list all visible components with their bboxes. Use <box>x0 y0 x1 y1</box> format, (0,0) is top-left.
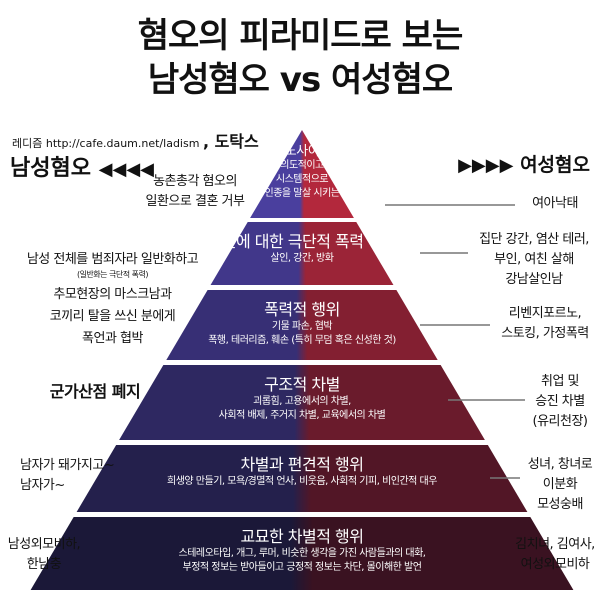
tier-title: 개인에 대한 극단적 폭력 행위 <box>207 232 397 251</box>
line: 이분화 <box>542 477 578 492</box>
line: 코끼리 탈을 쓰신 분에게 <box>49 309 176 324</box>
right-header: ▶▶▶▶ 여성혐오 <box>458 150 590 177</box>
pyramid-tier-1 <box>250 130 354 218</box>
right-example-1: 여아낙태 <box>515 194 595 214</box>
line: 여성외모비하 <box>520 557 590 572</box>
left-header: 남성혐오 ◀◀◀◀ <box>10 150 154 182</box>
title-line2: 남성혐오 vs 여성혐오 <box>147 60 453 100</box>
line: 강남살인남 <box>505 272 563 287</box>
left-example-4: 군가산점 폐지 <box>20 382 170 402</box>
line: 모성숭배 <box>537 497 583 512</box>
tier-desc-line: 기물 파손, 협박 <box>271 321 333 332</box>
line: 부인, 여친 살해 <box>494 252 574 267</box>
right-header-label: 여성혐오 <box>520 154 590 176</box>
right-example-3: 리벤지포르노, 스토킹, 가정폭력 <box>490 304 600 344</box>
pyramid-tier-4 <box>119 365 485 440</box>
line: 여아낙태 <box>532 196 578 211</box>
pyramid-tier-3 <box>166 290 438 360</box>
tier-title: 교묘한 차별적 행위 <box>240 527 364 546</box>
tier-desc-line: 희생양 만들기, 모욕/경멸적 언사, 비웃음, 사회적 기피, 비인간적 대우 <box>167 476 437 487</box>
tier-desc-line: 의도적이고 <box>280 160 324 171</box>
line: (유리천장) <box>532 414 588 429</box>
left-example-5: 남자가 돼가지고~ 남자가~ <box>20 456 115 496</box>
source-prefix: 레디즘 http://cafe.daum.net/ladism <box>12 137 200 150</box>
line: 농촌총각 혐오의 <box>153 174 237 189</box>
line: 김치녀, 김여사, <box>515 537 595 552</box>
left-example-6: 남성외모비하, 한남충 <box>4 535 84 575</box>
right-example-5: 성녀, 창녀로 이분화 모성숭배 <box>520 455 600 515</box>
pyramid-tier-2 <box>210 222 394 285</box>
line: 집단 강간, 염산 테러, <box>479 232 589 247</box>
tier-title: 폭력적 행위 <box>264 300 340 319</box>
tier-desc-line: 사회적 배제, 주거지 차별, 교육에서의 차별 <box>218 410 386 421</box>
right-example-4: 취업 및 승진 차별 (유리천장) <box>520 372 600 432</box>
pyramid-tier-6 <box>30 517 574 590</box>
tier-desc-line: 부정적 정보는 받아들이고 긍정적 정보는 차단, 몰이해한 발언 <box>182 562 422 573</box>
tier-desc-line: 한 인종을 말살 시키는 것 <box>253 188 351 199</box>
tier-desc-line: 괴롭힘, 고용에서의 차별, <box>253 396 351 407</box>
tier-title: 구조적 차별 <box>264 375 340 394</box>
line: 추모현장의 마스크남과 <box>53 287 172 302</box>
left-example-1: 농촌총각 혐오의 일환으로 결혼 거부 <box>110 172 280 212</box>
source-suffix: , 도탁스 <box>202 132 259 151</box>
line: 일환으로 결혼 거부 <box>145 194 245 209</box>
tier-title: 제노사이드 <box>273 144 331 159</box>
tier-desc-line: 스테레오타입, 개그, 루머, 비슷한 생각을 가진 사람들과의 대화, <box>178 548 426 559</box>
line: 남자가 돼가지고~ <box>20 458 115 473</box>
tier-desc-line: 살인, 강간, 방화 <box>270 253 334 264</box>
line: 승진 차별 <box>535 394 585 409</box>
title-line1: 혐오의 피라미드로 보는 <box>137 16 463 56</box>
left-header-label: 남성혐오 <box>10 156 91 181</box>
line: 리벤지포르노, <box>508 306 582 321</box>
line: 취업 및 <box>540 374 580 389</box>
line: 성녀, 창녀로 <box>527 457 593 472</box>
left-example-2: 남성 전체를 범죄자라 일반화하고 (일반화는 극단적 폭력) <box>0 250 225 280</box>
note: (일반화는 극단적 폭력) <box>76 270 149 279</box>
source-credit: 레디즘 http://cafe.daum.net/ladism , 도탁스 <box>12 128 259 152</box>
line: 남자가~ <box>20 478 65 493</box>
line: 군가산점 폐지 <box>49 382 141 401</box>
right-example-2: 집단 강간, 염산 테러, 부인, 여친 살해 강남살인남 <box>468 230 600 290</box>
left-arrows-icon: ◀◀◀◀ <box>98 159 155 180</box>
line: 스토킹, 가정폭력 <box>501 326 589 341</box>
line: 한남충 <box>26 557 62 572</box>
left-example-3: 추모현장의 마스크남과 코끼리 탈을 쓰신 분에게 폭언과 협박 <box>0 284 225 350</box>
line: 폭언과 협박 <box>82 331 143 346</box>
line: 남성 전체를 범죄자라 일반화하고 <box>26 252 199 267</box>
right-arrows-icon: ▶▶▶▶ <box>458 155 514 176</box>
line: 남성외모비하, <box>7 537 81 552</box>
tier-desc-line: 시스템적으로 <box>275 174 329 185</box>
tier-title: 차별과 편견적 행위 <box>240 455 364 474</box>
tier-desc-line: 폭행, 테러리즘, 훼손 (특히 무덤 혹은 신성한 것) <box>208 335 396 346</box>
pyramid-tier-5 <box>76 445 528 512</box>
connector-lines <box>385 204 525 479</box>
right-example-6: 김치녀, 김여사, 여성외모비하 <box>510 535 600 575</box>
